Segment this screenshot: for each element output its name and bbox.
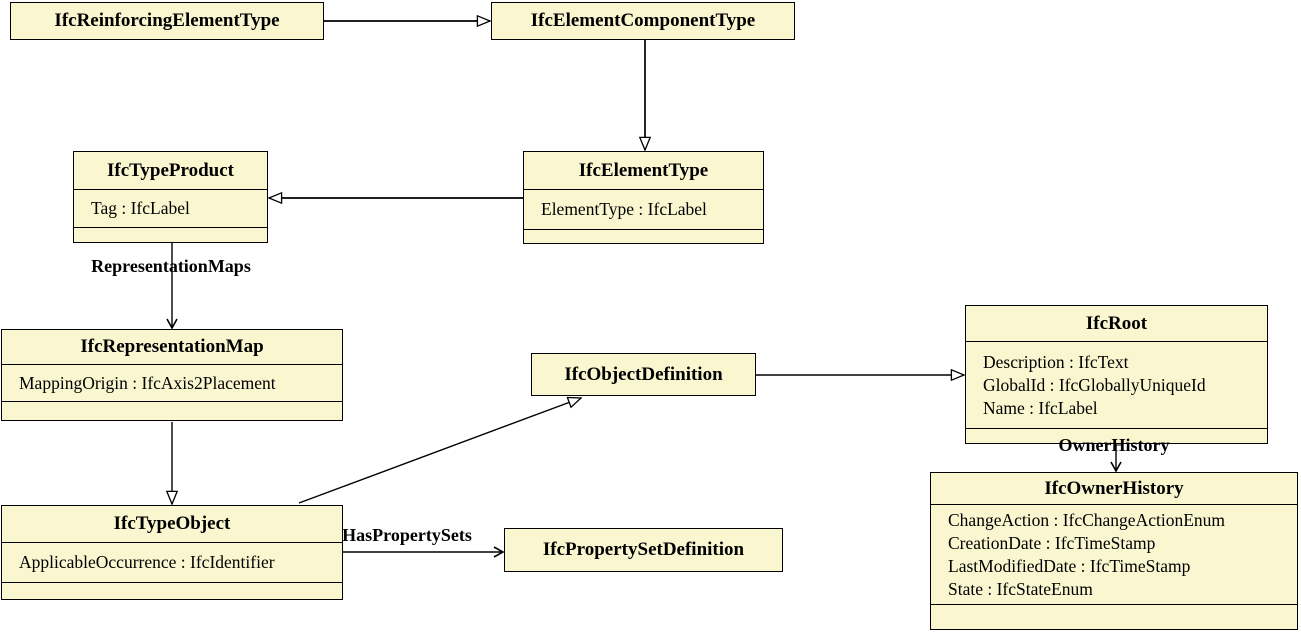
attribute: ElementType : IfcLabel [541,199,707,219]
class-ifcownerhistory[interactable]: IfcOwnerHistory ChangeAction : IfcChange… [930,472,1298,630]
attribute: CreationDate : IfcTimeStamp [948,532,1156,553]
edge-label-representationmaps: RepresentationMaps [91,256,251,276]
class-operations-empty [2,401,342,420]
class-operations-empty [2,582,342,599]
class-title: IfcObjectDefinition [564,363,723,385]
attribute: Name : IfcLabel [983,397,1098,418]
class-attributes: Description : IfcText GlobalId : IfcGlob… [966,341,1267,428]
class-ifcobjectdefinition[interactable]: IfcObjectDefinition [531,353,756,396]
attribute: Tag : IfcLabel [91,198,190,218]
class-ifcreinforcingelementtype[interactable]: IfcReinforcingElementType [10,2,324,40]
class-title: IfcElementComponentType [530,10,756,31]
class-ifctypeproduct[interactable]: IfcTypeProduct Tag : IfcLabel [73,151,268,243]
class-ifctypeobject[interactable]: IfcTypeObject ApplicableOccurrence : Ifc… [1,505,343,600]
class-ifcelementcomponenttype[interactable]: IfcElementComponentType [491,2,795,40]
attribute: MappingOrigin : IfcAxis2Placement [19,372,276,393]
class-operations-empty [74,227,267,242]
class-ifcelementtype[interactable]: IfcElementType ElementType : IfcLabel [523,151,764,244]
class-operations-empty [931,604,1297,629]
attribute: ApplicableOccurrence : IfcIdentifier [19,552,275,572]
edge-label-ownerhistory: OwnerHistory [1058,435,1170,455]
class-title: IfcRoot [1085,312,1148,334]
class-ifcpropertysetdefinition[interactable]: IfcPropertySetDefinition [504,528,783,572]
class-title: IfcOwnerHistory [1044,477,1184,499]
attribute: LastModifiedDate : IfcTimeStamp [948,555,1191,576]
class-attributes: ChangeAction : IfcChangeActionEnum Creat… [931,504,1297,604]
attribute: Description : IfcText [983,351,1129,372]
class-title: IfcPropertySetDefinition [542,539,745,560]
class-title: IfcTypeProduct [106,159,234,181]
class-operations-empty [966,428,1267,443]
class-title: IfcRepresentationMap [80,336,264,357]
edge-typeobject-to-objectdefinition [298,398,581,504]
class-attributes: MappingOrigin : IfcAxis2Placement [2,364,342,401]
attribute: State : IfcStateEnum [948,578,1093,599]
class-ifcroot[interactable]: IfcRoot Description : IfcText GlobalId :… [965,305,1268,444]
class-title: IfcReinforcingElementType [54,10,280,31]
class-ifcrepresentationmap[interactable]: IfcRepresentationMap MappingOrigin : Ifc… [1,329,343,421]
edge-label-haspropertysets: HasPropertySets [342,525,472,545]
class-attributes: ElementType : IfcLabel [524,189,763,229]
class-title: IfcTypeObject [113,513,231,534]
attribute: GlobalId : IfcGloballyUniqueId [983,374,1206,395]
class-operations-empty [524,229,763,243]
class-attributes: ApplicableOccurrence : IfcIdentifier [2,542,342,582]
attribute: ChangeAction : IfcChangeActionEnum [948,509,1226,530]
class-title: IfcElementType [578,159,709,181]
class-attributes: Tag : IfcLabel [74,189,267,227]
